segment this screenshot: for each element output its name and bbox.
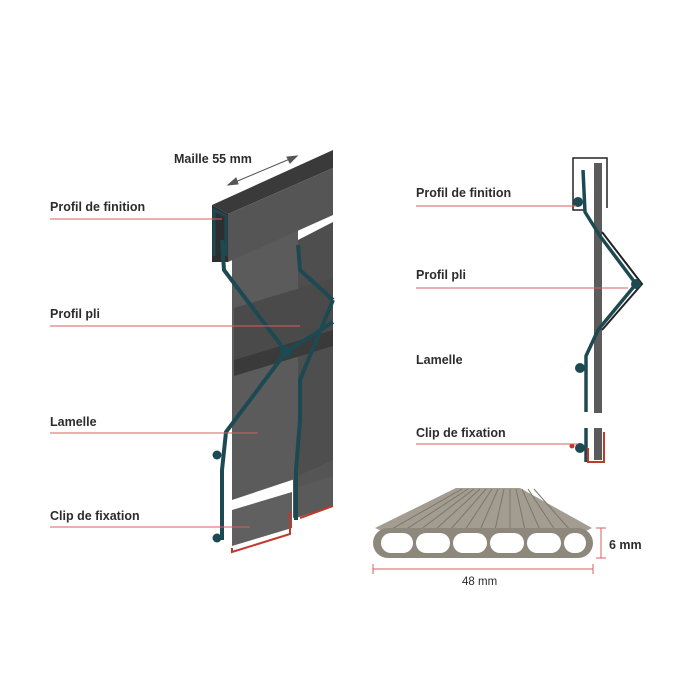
side-fold-profile — [601, 231, 644, 331]
right-side-view — [416, 157, 644, 463]
right-label-slat: Lamelle — [416, 353, 463, 367]
left-label-finishing-profile: Profil de finition — [50, 200, 146, 214]
right-label-finishing-profile: Profil de finition — [416, 186, 512, 200]
width-dimension — [372, 564, 594, 574]
left-label-fixing-clip: Clip de fixation — [50, 509, 140, 523]
left-label-fold-profile: Profil pli — [50, 307, 100, 321]
side-top-dot — [573, 197, 583, 207]
right-label-fold-profile: Profil pli — [416, 268, 466, 282]
fixing-clips-3d — [231, 505, 334, 554]
section-top-surface — [375, 488, 592, 531]
side-fixing-clip — [587, 432, 605, 463]
left-label-slat: Lamelle — [50, 415, 97, 429]
slat-dot — [212, 450, 222, 460]
front-slats — [232, 228, 333, 546]
fold-joint-dot — [280, 346, 292, 358]
mesh-dimension-arrow — [226, 155, 299, 186]
mesh-dimension-label: Maille 55 mm — [174, 152, 252, 166]
right-leader-lines — [416, 205, 628, 445]
thickness-dimension — [596, 527, 606, 559]
section-ridges — [389, 488, 571, 531]
side-fold-dot — [631, 279, 641, 289]
thickness-label: 6 mm — [609, 538, 642, 552]
left-perspective-view — [50, 150, 335, 554]
left-leader-lines — [50, 218, 300, 528]
right-label-fixing-clip: Clip de fixation — [416, 426, 506, 440]
side-finishing-profile — [572, 157, 608, 211]
side-clip-pin — [569, 443, 575, 449]
side-slat-lower — [594, 428, 602, 460]
side-slat-dot — [575, 363, 585, 373]
clip-dot — [212, 533, 222, 543]
section-hollow-chambers — [381, 533, 586, 553]
mesh-wires — [220, 239, 335, 540]
width-label: 48 mm — [462, 576, 498, 588]
side-clip-dot — [575, 443, 585, 453]
slat-cross-section — [372, 488, 606, 574]
side-wire — [581, 169, 638, 412]
